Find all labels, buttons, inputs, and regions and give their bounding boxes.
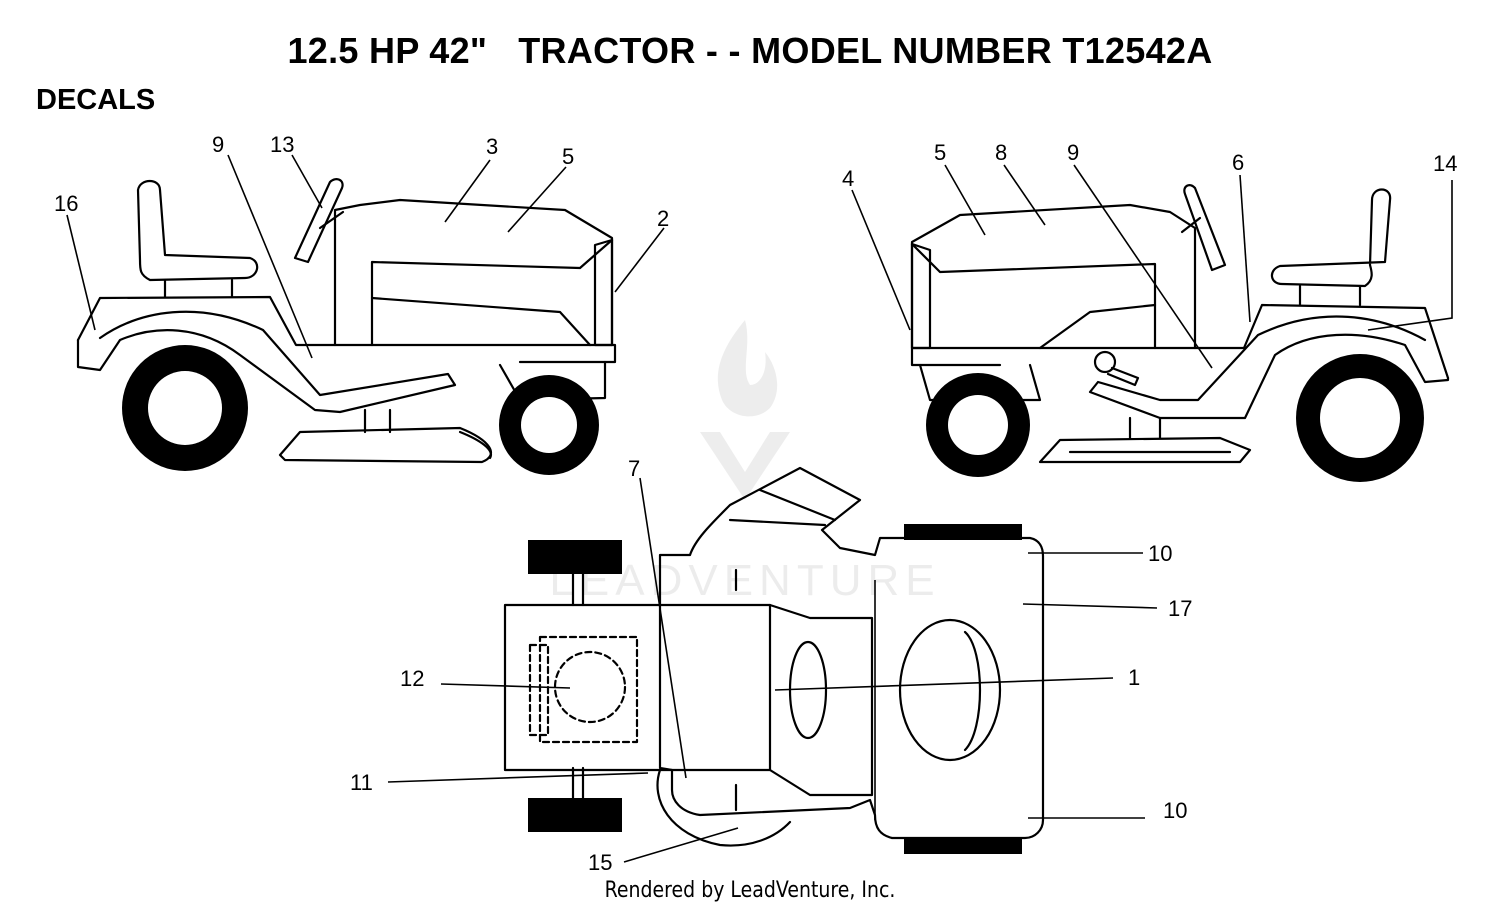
callout-15: 15: [588, 850, 612, 875]
callout-7: 7: [628, 456, 640, 481]
callout-3: 3: [486, 134, 498, 159]
callout-10-top: 10: [1148, 541, 1172, 566]
callout-11: 11: [350, 770, 373, 795]
callout-9: 9: [212, 132, 224, 157]
callout-2: 2: [657, 206, 669, 231]
page-title: 12.5 HP 42" TRACTOR - - MODEL NUMBER T12…: [287, 30, 1213, 71]
tractor-left-side-view: 16 9 13 3 5 2: [54, 132, 669, 475]
callout-12: 12: [400, 666, 424, 691]
callout-10-bottom: 10: [1163, 798, 1187, 823]
callout-17: 17: [1168, 596, 1192, 621]
callout-5: 5: [562, 144, 574, 169]
callout-16: 16: [54, 191, 78, 216]
callout-13: 13: [270, 132, 294, 157]
callout-9: 9: [1067, 140, 1079, 165]
callout-6: 6: [1232, 150, 1244, 175]
section-heading: DECALS: [36, 84, 156, 116]
footer-credit: Rendered by LeadVenture, Inc.: [604, 878, 896, 903]
callout-8: 8: [995, 140, 1007, 165]
callout-5: 5: [934, 140, 946, 165]
callout-4: 4: [842, 166, 854, 191]
callout-14: 14: [1433, 151, 1457, 176]
callout-1: 1: [1128, 665, 1140, 690]
tractor-right-side-view: 4 5 8 9 6 14: [842, 140, 1457, 482]
tractor-top-view: 7 10 17 12 1 11 10 15: [350, 456, 1192, 875]
